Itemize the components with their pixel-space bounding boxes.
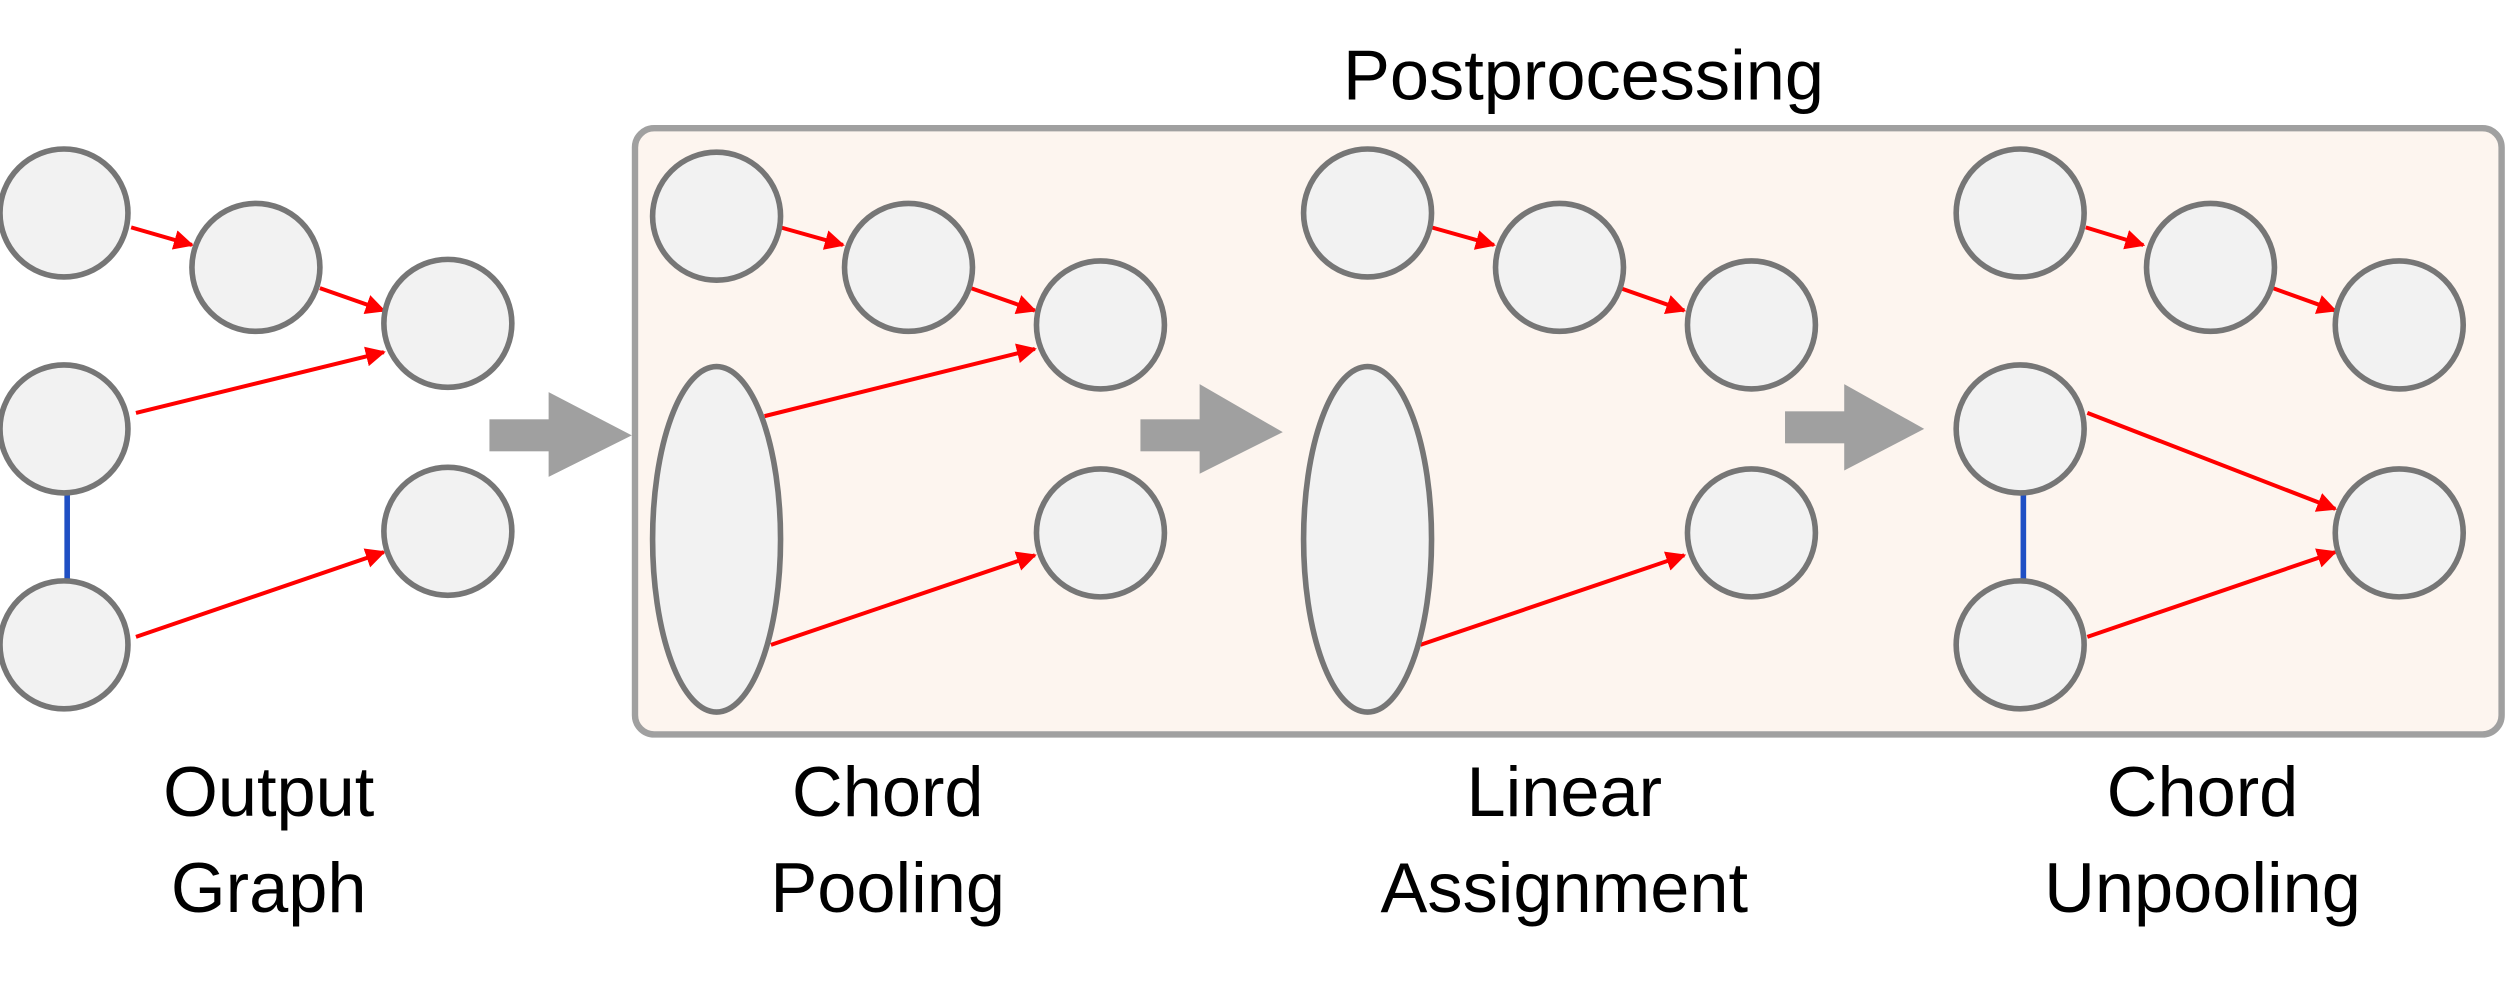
directed-edge: [2086, 411, 2338, 512]
directed-edge: [135, 346, 386, 415]
node: [189, 200, 323, 335]
stage-label-line2: Unpooling: [2044, 848, 2361, 927]
chord-pooling-graph: [649, 149, 1168, 715]
node: [1033, 258, 1168, 392]
stage-label-line2: Pooling: [770, 848, 1005, 927]
flow-arrow-icon: [1140, 384, 1283, 474]
node: [841, 200, 976, 335]
node: [381, 256, 515, 391]
directed-edge: [770, 551, 1037, 647]
node: [2143, 200, 2278, 335]
flow-arrow-icon: [489, 392, 632, 477]
node: [0, 146, 131, 280]
directed-edge: [2085, 225, 2146, 250]
directed-edge: [1419, 551, 1687, 647]
linear-assignment-graph: [1300, 146, 1819, 715]
directed-edge: [2086, 548, 2338, 639]
node: [1684, 466, 1819, 600]
directed-edge: [135, 548, 386, 639]
node: [1953, 146, 2087, 280]
stage-label-line2: Assignment: [1380, 848, 1748, 927]
stage-label-line1: Output: [163, 752, 375, 831]
directed-edge: [319, 286, 386, 315]
node: [1953, 362, 2087, 496]
directed-edge: [1431, 225, 1496, 250]
chord-node: [1300, 363, 1435, 715]
directed-edge: [970, 286, 1037, 315]
directed-edge: [2272, 286, 2338, 314]
node: [1684, 258, 1819, 392]
chord-node: [649, 363, 784, 715]
chord-unpooling-graph: [1953, 146, 2467, 712]
output-graph: [0, 146, 515, 712]
node: [1300, 146, 1435, 280]
flow-arrow-icon: [1785, 384, 1925, 471]
node: [2332, 258, 2467, 392]
directed-edge: [130, 225, 194, 250]
node: [381, 464, 515, 599]
stage-label-line1: Chord: [2107, 752, 2299, 831]
directed-edge: [764, 343, 1037, 419]
node: [1492, 200, 1627, 335]
node: [0, 362, 131, 496]
node: [649, 149, 784, 283]
node: [1953, 578, 2087, 712]
node: [1033, 466, 1168, 600]
directed-edge: [780, 225, 845, 250]
stage-label-line1: Chord: [792, 752, 984, 831]
stage-label-line2: Graph: [171, 848, 367, 927]
node: [2332, 466, 2467, 600]
directed-edge: [1619, 286, 1687, 315]
postprocessing-title: Postprocessing: [1343, 35, 1824, 114]
node: [0, 578, 131, 712]
stage-label-line1: Linear: [1467, 752, 1663, 831]
